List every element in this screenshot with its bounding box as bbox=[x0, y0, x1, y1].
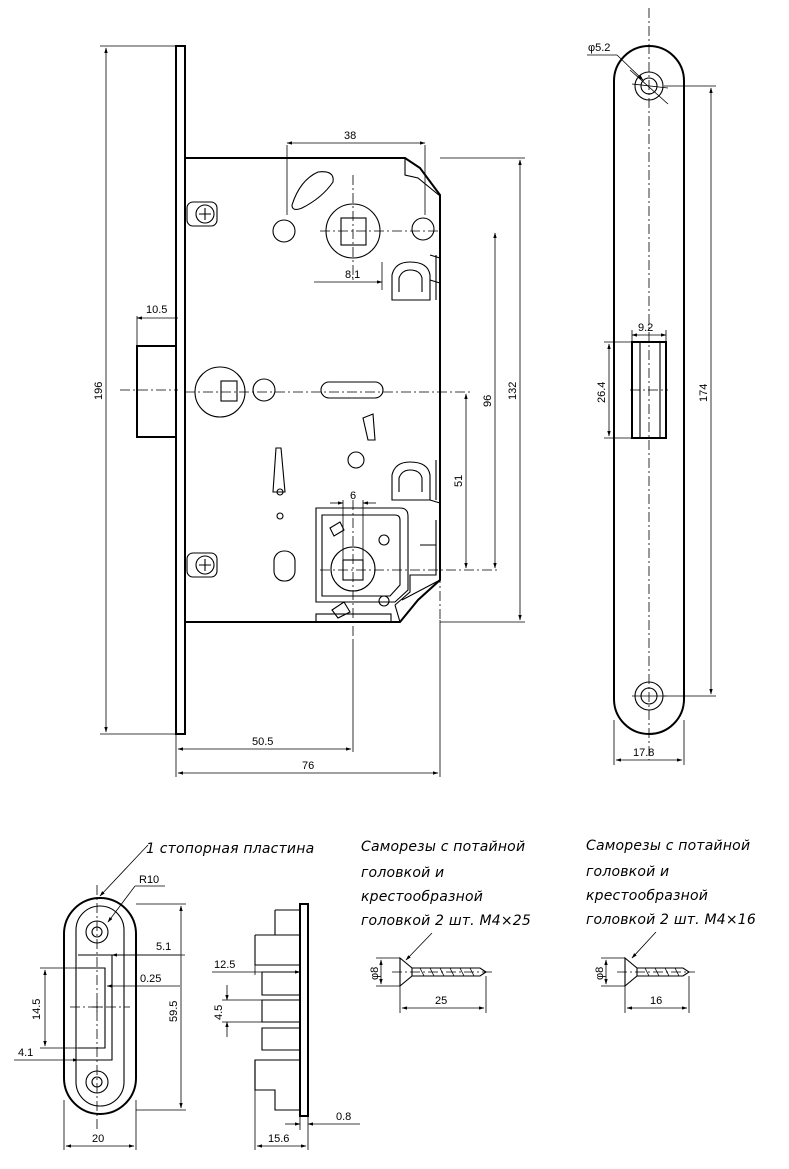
dim-screw-a-25: 25 bbox=[435, 995, 447, 1007]
strike-plate-dimensions: 1 стопорная пластина R10 5.1 0.25 14.5 5… bbox=[14, 841, 314, 1150]
dim-r10: R10 bbox=[139, 874, 159, 886]
dim-20: 20 bbox=[92, 1133, 104, 1145]
dim-50-5: 50.5 bbox=[252, 736, 273, 748]
dim-59-5: 59.5 bbox=[168, 1001, 180, 1022]
dim-6: 6 bbox=[350, 490, 356, 502]
strike-plate-front-view bbox=[63, 885, 137, 1130]
lock-case-outline bbox=[185, 157, 441, 623]
note-strike-plate: 1 стопорная пластина bbox=[146, 841, 314, 857]
dim-screw-a-phi8: φ8 bbox=[369, 967, 381, 980]
note-screws-a-2: головкой и bbox=[361, 865, 444, 881]
note-screws-b-2: головкой и bbox=[586, 864, 669, 880]
dim-4-1: 4.1 bbox=[18, 1047, 33, 1059]
front-view-dimensions: 38 8.1 10.5 196 132 96 51 6 50.5 bbox=[93, 45, 525, 777]
side-view-dimensions: φ5.2 9.2 26.4 174 17.8 bbox=[587, 42, 716, 765]
dim-14-5: 14.5 bbox=[31, 999, 43, 1020]
note-screws-b-3: крестообразной bbox=[586, 888, 708, 904]
dim-9-2: 9.2 bbox=[638, 322, 653, 334]
faceplate-side-view bbox=[613, 8, 685, 760]
dim-0-25: 0.25 bbox=[140, 973, 161, 985]
dim-51: 51 bbox=[453, 475, 465, 487]
dim-174: 174 bbox=[698, 384, 710, 402]
dim-screw-b-phi8: φ8 bbox=[594, 967, 606, 980]
dim-132: 132 bbox=[507, 382, 519, 400]
dim-4-5: 4.5 bbox=[213, 1005, 225, 1020]
dim-phi-5-2: φ5.2 bbox=[588, 42, 610, 54]
note-screws-a-1: Саморезы с потайной bbox=[361, 839, 525, 855]
top-screw-icon bbox=[186, 201, 218, 227]
dim-17-8: 17.8 bbox=[633, 747, 654, 759]
dim-96: 96 bbox=[482, 395, 494, 407]
bottom-screw-icon bbox=[186, 552, 218, 578]
dim-10-5: 10.5 bbox=[146, 304, 167, 316]
lock-front-view bbox=[120, 45, 500, 735]
latch-bolt bbox=[136, 345, 177, 438]
note-screws-b-1: Саморезы с потайной bbox=[586, 838, 750, 854]
note-screws-b-4: головкой 2 шт. М4×16 bbox=[586, 912, 756, 928]
note-screws-a-3: крестообразной bbox=[361, 889, 483, 905]
strike-side-dimensions: 12.5 4.5 0.8 15.6 bbox=[212, 959, 360, 1150]
screw-m4x16: Саморезы с потайной головкой и крестообр… bbox=[586, 838, 756, 1013]
screw-m4x25: Саморезы с потайной головкой и крестообр… bbox=[361, 839, 531, 1013]
strike-plate-side-view bbox=[254, 903, 309, 1117]
dim-5-1: 5.1 bbox=[156, 941, 171, 953]
dim-26-4: 26.4 bbox=[596, 382, 608, 403]
dim-8-1: 8.1 bbox=[345, 269, 360, 281]
dim-0-8: 0.8 bbox=[336, 1111, 351, 1123]
dim-screw-b-16: 16 bbox=[650, 995, 662, 1007]
dim-76: 76 bbox=[302, 760, 314, 772]
dim-196: 196 bbox=[93, 382, 105, 400]
dim-12-5: 12.5 bbox=[214, 959, 235, 971]
dim-15-6: 15.6 bbox=[268, 1133, 289, 1145]
note-screws-a-4: головкой 2 шт. М4×25 bbox=[361, 913, 531, 929]
dim-38: 38 bbox=[344, 130, 356, 142]
